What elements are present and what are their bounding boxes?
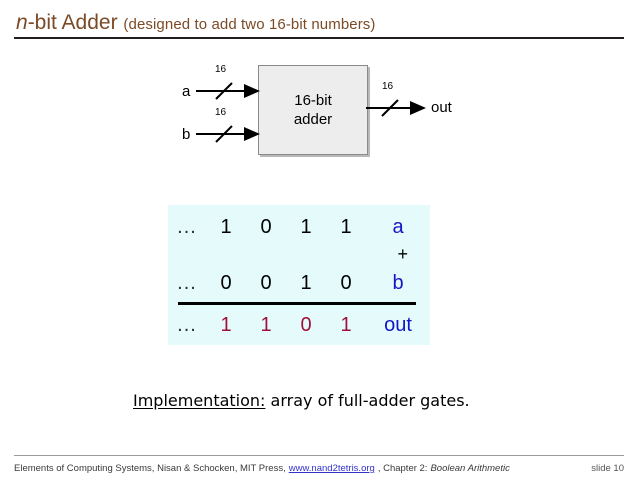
table-row-a: ... 1 0 1 1 a xyxy=(168,211,430,243)
page-title-subtitle: (designed to add two 16-bit numbers) xyxy=(123,16,376,33)
row-b-bit-0: 0 xyxy=(220,271,232,294)
implementation-text: array of full-adder gates. xyxy=(265,391,470,410)
table-row-out: ... 1 1 0 1 out xyxy=(168,309,430,341)
row-b-bit-1: 0 xyxy=(260,271,272,294)
input-a-wire xyxy=(196,82,260,100)
footer-citation-prefix: Elements of Computing Systems, Nisan & S… xyxy=(14,463,286,474)
footer-citation: Elements of Computing Systems, Nisan & S… xyxy=(14,462,510,476)
adder-block-diagram: 16-bit adder a 16 b 16 16 out xyxy=(0,52,638,172)
input-b-label: b xyxy=(182,126,191,143)
output-label: out xyxy=(431,99,452,116)
row-b-ellipsis: ... xyxy=(177,271,197,294)
page-title-main: -bit Adder xyxy=(27,11,118,34)
implementation-label: Implementation: xyxy=(133,391,266,410)
header-divider xyxy=(14,37,624,39)
row-a-bit-0: 1 xyxy=(220,215,232,238)
footer-divider xyxy=(14,455,624,456)
row-out-bit-0: 1 xyxy=(220,313,232,336)
input-a-bus-width-label: 16 xyxy=(215,64,227,75)
sum-divider xyxy=(178,302,416,305)
adder-block-label-line2: adder xyxy=(293,111,333,128)
implementation-note: Implementation: array of full-adder gate… xyxy=(133,390,470,412)
row-b-bit-2: 1 xyxy=(300,271,312,294)
adder-block-label-line1: 16-bit xyxy=(294,92,332,109)
row-a-ellipsis: ... xyxy=(177,215,197,238)
row-out-name: out xyxy=(384,313,412,336)
input-b-bus-width-label: 16 xyxy=(215,107,227,118)
row-out-bit-1: 1 xyxy=(260,313,272,336)
footer: Elements of Computing Systems, Nisan & S… xyxy=(14,461,624,477)
row-a-name: a xyxy=(392,215,404,238)
row-a-bit-2: 1 xyxy=(300,215,312,238)
row-out-bit-2: 0 xyxy=(300,313,312,336)
slide-number: slide 10 xyxy=(591,463,624,474)
nand2tetris-link[interactable]: www.nand2tetris.org xyxy=(288,463,375,474)
row-out-ellipsis: ... xyxy=(177,313,197,336)
adder-block: 16-bit adder xyxy=(258,65,368,155)
output-wire xyxy=(366,99,426,117)
output-bus-width-label: 16 xyxy=(382,81,394,92)
binary-addition-table: ... 1 0 1 1 a + ... 0 0 1 0 b ... 1 1 0 … xyxy=(168,205,430,345)
footer-chapter-title: Boolean Arithmetic xyxy=(430,463,510,474)
input-a-label: a xyxy=(182,83,191,100)
adder-block-label: 16-bit adder xyxy=(259,91,367,129)
row-a-bit-1: 0 xyxy=(260,215,272,238)
page-title: n-bit Adder (designed to add two 16-bit … xyxy=(16,10,376,38)
row-a-bit-3: 1 xyxy=(340,215,352,238)
row-b-bit-3: 0 xyxy=(340,271,352,294)
row-b-name: b xyxy=(392,271,404,294)
page-title-variable: n xyxy=(16,11,28,34)
footer-citation-suffix: , Chapter 2: xyxy=(377,463,428,474)
plus-operator: + xyxy=(397,244,408,264)
input-b-wire xyxy=(196,125,260,143)
row-out-bit-3: 1 xyxy=(340,313,352,336)
table-row-b: ... 0 0 1 0 b xyxy=(168,267,430,299)
